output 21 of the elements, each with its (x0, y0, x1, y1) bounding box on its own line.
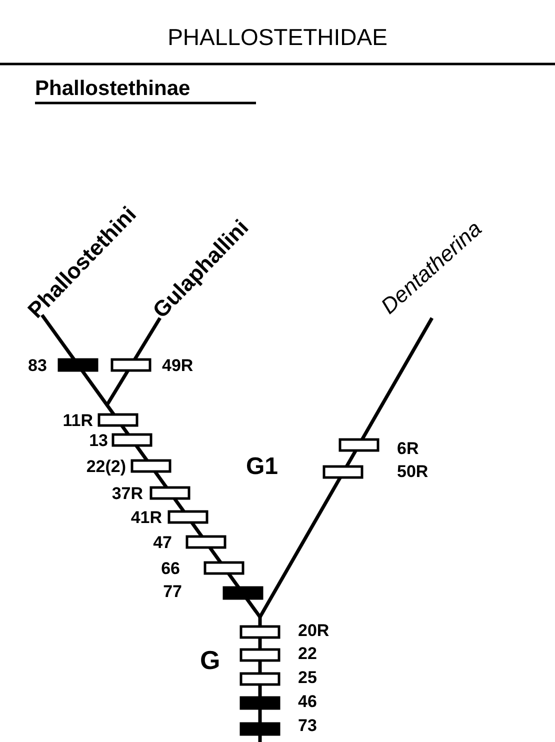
character-number: 11R (62, 412, 93, 429)
clade-label: G1 (246, 455, 278, 479)
character-number: 49R (162, 357, 194, 374)
character-number: 83 (28, 357, 47, 374)
character-number: 22(2) (86, 458, 126, 475)
character-number: 66 (161, 560, 180, 577)
character-number: 25 (298, 669, 317, 686)
character-number: 46 (298, 693, 317, 710)
character-number: 37R (112, 485, 143, 502)
character-number: 22 (298, 645, 317, 662)
group-name: Phallostethinae (35, 78, 190, 99)
character-number: 20R (298, 622, 330, 639)
character-number: 50R (397, 463, 428, 480)
clade-label: G (200, 647, 220, 673)
character-number: 41R (130, 509, 162, 526)
character-number: 6R (397, 440, 419, 457)
character-number: 13 (89, 432, 108, 449)
character-number: 77 (163, 583, 182, 600)
character-number: 47 (153, 534, 172, 551)
title: PHALLOSTETHIDAE (166, 26, 388, 49)
character-number: 73 (298, 717, 317, 734)
